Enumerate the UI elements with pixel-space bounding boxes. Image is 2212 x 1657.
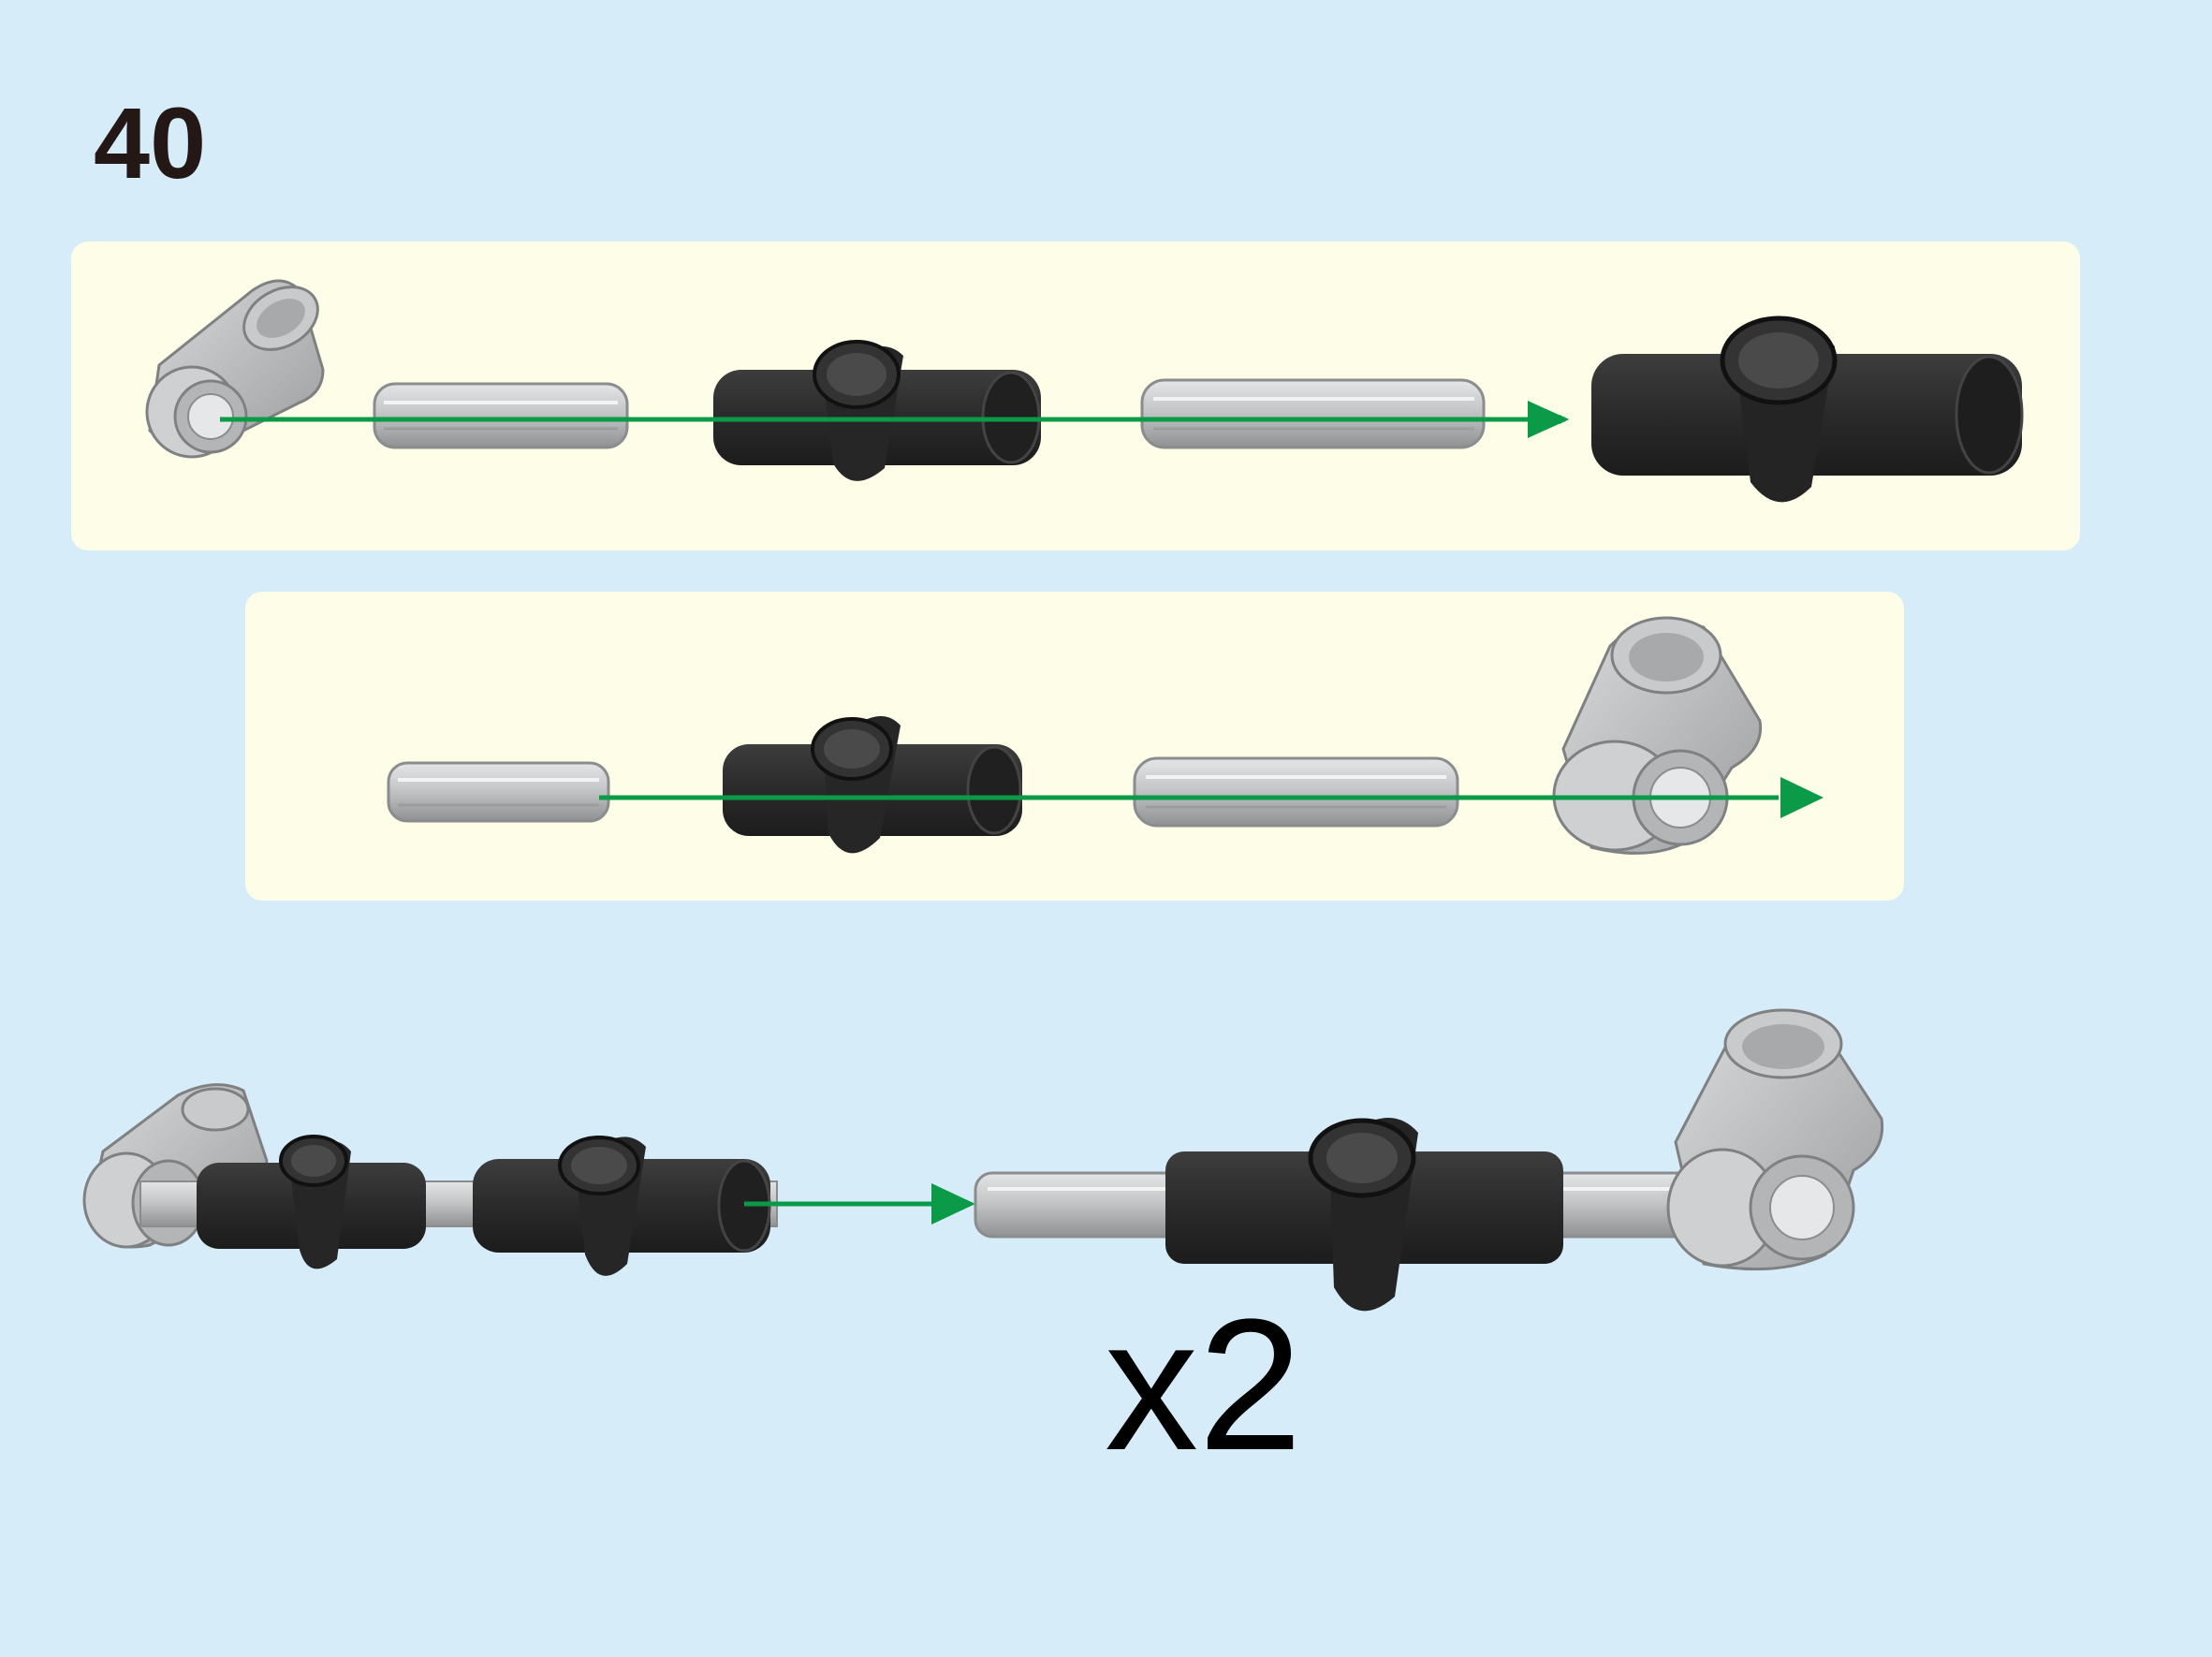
step-number: 40 [94,86,207,199]
axle-3-b [387,761,610,823]
axle-3-a [373,382,629,449]
combined-partial-assembly [82,1083,778,1276]
pin-connector-dark-a [713,340,1041,481]
axle-5-b [1133,756,1459,828]
arrow-head-3 [931,1183,975,1224]
pin-connector-dark-b [1591,315,2024,503]
arrow-head-2 [1780,777,1824,818]
axle-pin-connector-2 [1552,616,1763,855]
axle-pin-connector-1 [145,279,325,459]
axle-5-a [1140,378,1486,449]
arrow-head-1 [1528,401,1569,438]
quantity-multiplier: x2 [1105,1281,1303,1489]
completed-assembly [974,1008,1884,1312]
pin-connector-dark-c [723,716,1022,854]
